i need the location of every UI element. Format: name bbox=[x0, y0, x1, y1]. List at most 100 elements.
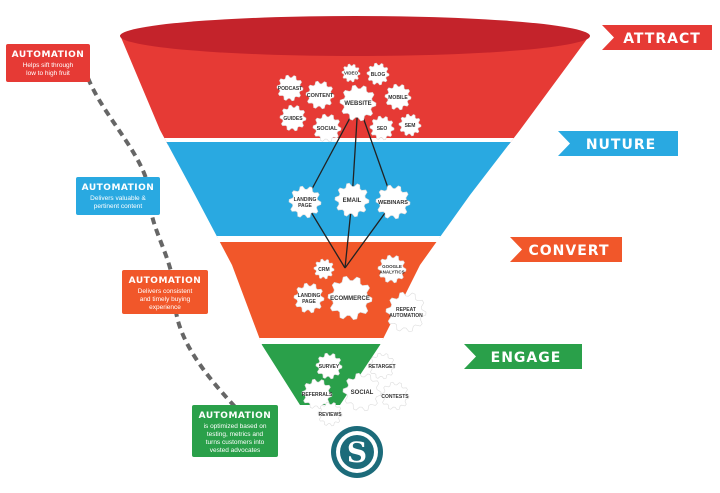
automation-title: AUTOMATION bbox=[129, 276, 202, 286]
gear-icon bbox=[342, 372, 382, 412]
gear-icon bbox=[334, 182, 370, 218]
funnel-rim bbox=[120, 16, 590, 56]
automation-box-nurture: AUTOMATION Delivers valuable & pertinent… bbox=[76, 177, 160, 215]
stage-label-engage: ENGAGE bbox=[491, 350, 562, 366]
gear-label: SEO bbox=[377, 126, 388, 132]
automation-box-attract: AUTOMATION Helps sift through low to hig… bbox=[6, 44, 90, 82]
gear-attract-sem: SEM bbox=[398, 113, 422, 137]
automation-box-convert: AUTOMATION Delivers consistent and timel… bbox=[122, 270, 208, 314]
automation-desc-line: Helps sift through bbox=[23, 62, 74, 69]
gear-label: REVIEWS bbox=[318, 412, 342, 418]
gear-attract-seo: SEO bbox=[369, 115, 395, 141]
stage-label-nurture: NUTURE bbox=[586, 137, 656, 153]
gear-label: PAGE bbox=[302, 299, 316, 305]
automation-box-engage: AUTOMATION is optimized based on testing… bbox=[192, 405, 278, 457]
gear-label: CONTENT bbox=[307, 93, 334, 99]
gear-engage-retarget: RETARGET bbox=[368, 352, 396, 380]
automation-desc-line: turns customers into bbox=[206, 439, 265, 446]
gear-label: WEBSITE bbox=[344, 101, 371, 107]
automation-desc-line: and timely buying bbox=[140, 296, 191, 303]
gear-label: CONTESTS bbox=[381, 394, 409, 400]
gear-icon bbox=[301, 378, 333, 410]
gear-attract-podcast: PODCAST bbox=[276, 74, 304, 102]
automation-desc-line: vested advocates bbox=[210, 447, 261, 454]
gear-label: SEM bbox=[405, 123, 416, 129]
brand-logo: S bbox=[331, 426, 383, 478]
gear-engage-contests: CONTESTS bbox=[380, 381, 410, 411]
gear-attract-content: CONTENT bbox=[305, 80, 335, 110]
gear-icon bbox=[313, 258, 335, 280]
gear-label: SOCIAL bbox=[351, 390, 374, 396]
gear-icon bbox=[366, 62, 390, 86]
gear-label: SOCIAL bbox=[317, 126, 338, 132]
gear-layer: VIDEO BLOG PODCAST CONTENT WEBSITE MOBILE GUID… bbox=[276, 62, 427, 427]
gear-engage-referrals: REFERRALS bbox=[301, 378, 333, 410]
automation-desc-line: is optimized based on bbox=[204, 423, 267, 430]
gear-icon bbox=[368, 352, 396, 380]
gear-attract-social: SOCIAL bbox=[312, 113, 342, 143]
gear-label: RETARGET bbox=[368, 364, 395, 370]
gear-icon bbox=[398, 113, 422, 137]
gear-attract-video: VIDEO bbox=[341, 63, 361, 83]
gear-icon bbox=[385, 291, 427, 333]
automation-title: AUTOMATION bbox=[12, 50, 85, 60]
gear-label: GOOGLE bbox=[382, 264, 402, 269]
gear-convert-ecommerce: ECOMMERCE bbox=[327, 275, 373, 321]
gear-icon bbox=[315, 352, 343, 380]
gear-label: GUIDES bbox=[283, 116, 303, 122]
gear-label: LANDING bbox=[298, 293, 321, 299]
gear-icon bbox=[288, 185, 322, 219]
automation-desc-line: testing, metrics and bbox=[207, 431, 264, 438]
automation-desc-line: experience bbox=[149, 304, 181, 311]
gear-label: ANALYTICS bbox=[379, 269, 404, 274]
ribbon-nurture: NUTURE bbox=[558, 131, 678, 156]
gear-attract-mobile: MOBILE bbox=[384, 83, 412, 111]
automation-desc-line: Delivers consistent bbox=[138, 288, 193, 295]
gear-label: PODCAST bbox=[278, 86, 302, 92]
gear-icon bbox=[339, 84, 377, 122]
stage-label-attract: ATTRACT bbox=[623, 31, 701, 47]
gear-label: REPEAT bbox=[396, 307, 416, 313]
automation-title: AUTOMATION bbox=[82, 183, 155, 193]
gear-attract-guides: GUIDES bbox=[279, 104, 307, 132]
gear-label: VIDEO bbox=[344, 71, 359, 76]
gear-attract-website: WEBSITE bbox=[339, 84, 377, 122]
band-gap bbox=[120, 338, 590, 344]
automation-desc-line: pertinent content bbox=[94, 203, 143, 210]
automation-desc-line: low to high fruit bbox=[26, 70, 70, 77]
ribbon-engage: ENGAGE bbox=[464, 344, 582, 369]
gear-label: EMAIL bbox=[343, 198, 362, 204]
gear-label: MOBILE bbox=[388, 95, 408, 101]
gear-engage-survey: SURVEY bbox=[315, 352, 343, 380]
logo-glyph: S bbox=[347, 436, 367, 469]
automation-dashed-path bbox=[86, 77, 240, 412]
gear-label: LANDING bbox=[294, 197, 317, 203]
gear-icon bbox=[341, 63, 361, 83]
gear-icon bbox=[375, 184, 411, 220]
band-gap bbox=[120, 236, 590, 242]
gear-label: REFERRALS bbox=[302, 392, 333, 398]
gear-nurture-webinars: WEBINARS bbox=[375, 184, 411, 220]
stage-label-convert: CONVERT bbox=[529, 243, 610, 259]
gear-attract-blog: BLOG bbox=[366, 62, 390, 86]
gear-label: WEBINARS bbox=[378, 200, 408, 206]
gear-icon bbox=[279, 104, 307, 132]
gear-icon bbox=[317, 401, 343, 427]
gear-label: PAGE bbox=[298, 203, 312, 209]
gear-icon bbox=[312, 113, 342, 143]
gear-icon bbox=[327, 275, 373, 321]
gear-icon bbox=[377, 254, 407, 284]
ribbon-attract: ATTRACT bbox=[602, 25, 712, 50]
gear-icon bbox=[305, 80, 335, 110]
gear-label: SURVEY bbox=[319, 364, 340, 370]
gear-nurture-email: EMAIL bbox=[334, 182, 370, 218]
gear-label: ECOMMERCE bbox=[330, 296, 370, 302]
gear-label: BLOG bbox=[371, 72, 386, 78]
band-gap bbox=[120, 138, 590, 142]
